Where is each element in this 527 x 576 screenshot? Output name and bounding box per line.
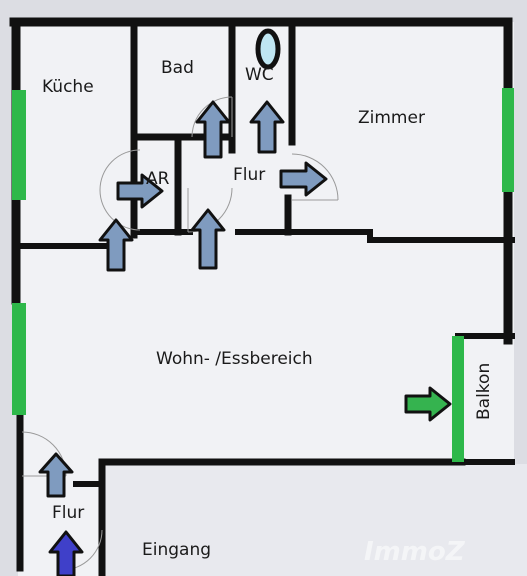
label-wohn: Wohn- /Essbereich — [156, 349, 313, 369]
label-wc: WC — [245, 65, 274, 85]
floor-area — [18, 22, 527, 576]
window-balkon — [452, 336, 464, 462]
door-arrow-icon — [195, 100, 231, 159]
door-arrow-icon — [190, 208, 226, 270]
label-balkon: Balkon — [474, 363, 494, 420]
label-zimmer: Zimmer — [358, 108, 425, 128]
door-arrow-icon — [98, 218, 134, 272]
window-zimmer — [502, 88, 514, 192]
label-bad: Bad — [161, 58, 194, 78]
door-arrows — [38, 100, 452, 576]
label-kueche: Küche — [42, 77, 94, 97]
door-arrow-icon — [38, 452, 74, 498]
window-kueche — [12, 90, 26, 200]
door-arrow-icon — [116, 173, 164, 209]
entry-arrow-icon — [48, 530, 84, 576]
label-eingang: Eingang — [142, 540, 211, 560]
door-arrow-icon — [279, 161, 328, 197]
watermark: ImmoZ — [364, 537, 466, 567]
balcony-arrow-icon — [404, 386, 452, 422]
windows — [12, 88, 514, 462]
toilet-icon — [255, 28, 281, 70]
label-flur-upper: Flur — [233, 165, 265, 185]
window-wohn — [12, 303, 26, 415]
label-ar: AR — [146, 169, 170, 189]
label-flur-lower: Flur — [52, 503, 84, 523]
room-labels: Küche Bad WC Zimmer AR Flur Wohn- /Essbe… — [42, 58, 494, 560]
door-arrow-icon — [249, 100, 285, 154]
